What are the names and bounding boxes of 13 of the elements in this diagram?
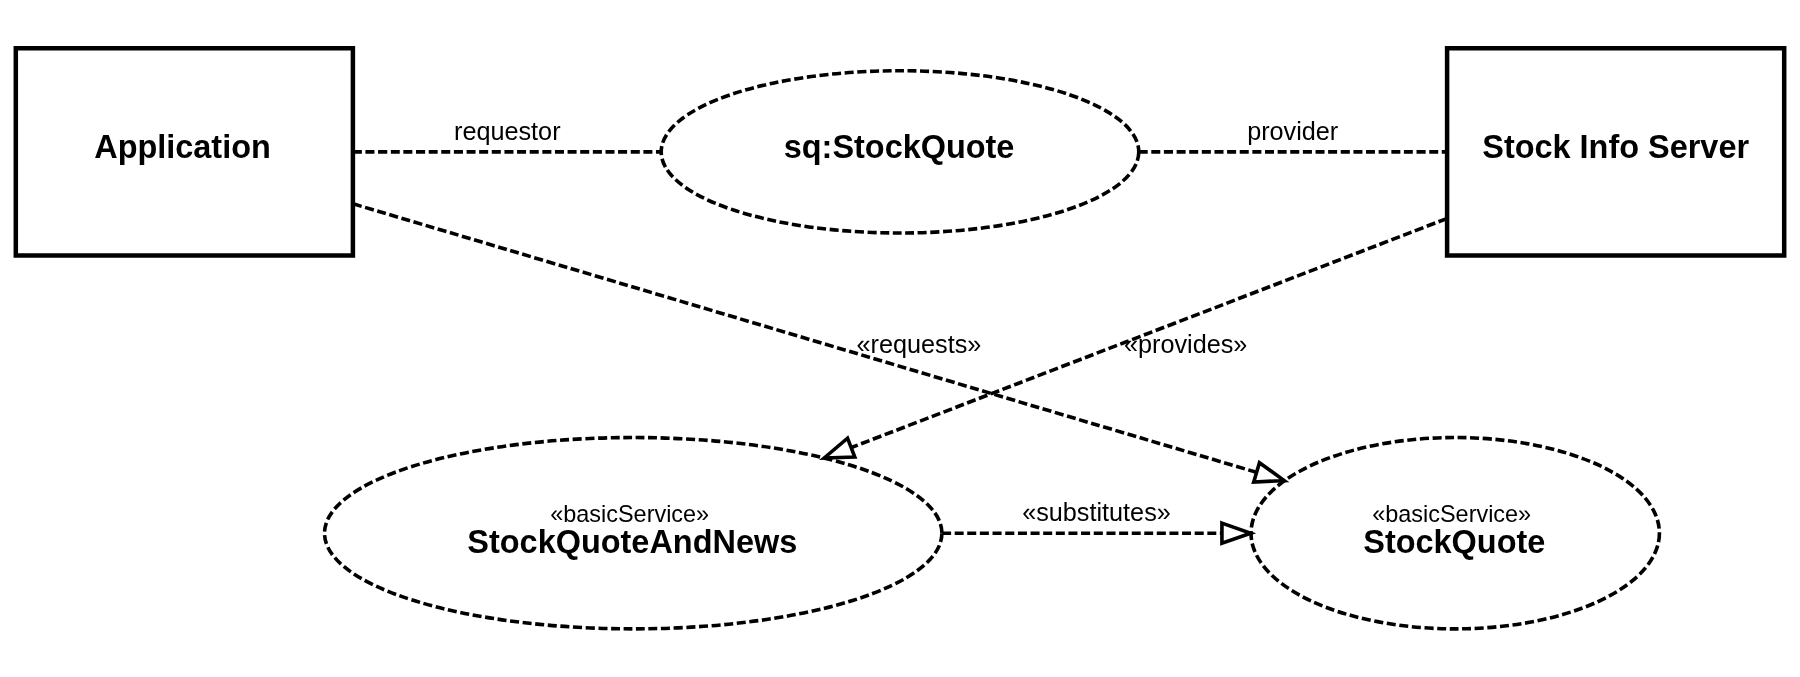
- arrow: [942, 520, 1257, 546]
- edge-label: «provides»: [1124, 330, 1248, 359]
- node-ellipse: sq:StockQuote: [659, 68, 1141, 235]
- connector: [1138, 150, 1447, 154]
- edge-label: «substitutes»: [1022, 497, 1171, 526]
- node-box: Application: [13, 45, 356, 258]
- arrow: [819, 216, 1448, 460]
- edge-label: «requests»: [856, 330, 982, 359]
- connector: [353, 150, 662, 154]
- edge-label: provider: [1247, 116, 1339, 145]
- arrow: [352, 202, 1290, 484]
- node-box: Stock Info Server: [1444, 45, 1787, 258]
- edge-label: requestor: [454, 116, 561, 145]
